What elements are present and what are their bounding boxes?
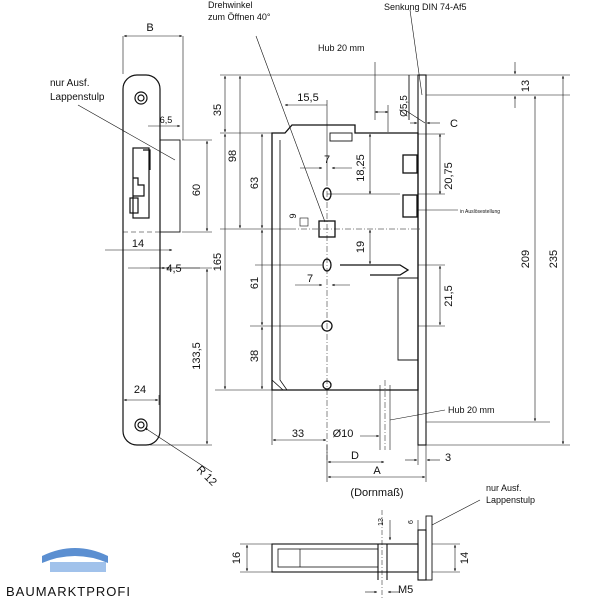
dim-38: 38	[249, 350, 261, 362]
dim-20-75: 20,75	[443, 162, 455, 190]
dim-B: B	[146, 22, 153, 34]
dim-18-25: 18,25	[355, 154, 367, 182]
callout-drehwinkel-line2: zum Öffnen 40°	[208, 12, 271, 22]
dim-209: 209	[520, 250, 532, 268]
logo-text: BAUMARKTPROFI	[6, 584, 131, 599]
dim-6-5-left: 6,5	[160, 115, 173, 125]
dim-61: 61	[249, 277, 261, 289]
callout-lappenstulp-bottom-line1: nur Ausf.	[486, 483, 522, 493]
dim-21-5: 21,5	[443, 285, 455, 306]
lock-body	[271, 74, 427, 446]
callout-lappenstulp-left-line2: Lappenstulp	[50, 92, 105, 103]
dim-16: 16	[231, 552, 243, 564]
dim-6-small: 6	[408, 520, 415, 524]
labels: B nur Ausf. Lappenstulp 6,5 60 14 4,5 24…	[50, 0, 560, 596]
dim-13-top: 13	[520, 80, 532, 92]
dim-19: 19	[355, 241, 367, 253]
dim-7-top: 7	[324, 154, 330, 166]
callout-dornmass: (Dornmaß)	[350, 487, 403, 499]
logo-roof-icon	[42, 548, 108, 563]
callout-hub-top: Hub 20 mm	[318, 43, 365, 53]
dim-60: 60	[191, 184, 203, 196]
dim-235: 235	[548, 250, 560, 268]
dim-63: 63	[249, 177, 261, 189]
dim-24: 24	[134, 384, 146, 396]
dim-C: C	[450, 118, 458, 130]
dim-133-5: 133,5	[191, 342, 203, 370]
dim-13-small: 13	[378, 518, 385, 526]
dim-165: 165	[212, 253, 224, 271]
dim-3: 3	[445, 452, 451, 464]
baumarktprofi-logo: BAUMARKTPROFI	[6, 548, 131, 599]
callout-senkung: Senkung DIN 74-Af5	[384, 2, 467, 12]
faceplate-dimensions	[77, 34, 213, 473]
callout-lappenstulp-bottom-line2: Lappenstulp	[486, 495, 535, 505]
body-centrelines	[290, 180, 420, 460]
dim-33: 33	[292, 428, 304, 440]
callout-lappenstulp-left-line1: nur Ausf.	[50, 78, 89, 89]
side-view	[271, 510, 433, 600]
dim-14-bottom: 14	[459, 552, 471, 564]
dim-R12: R 12	[194, 464, 219, 489]
faceplate	[122, 74, 181, 446]
callout-hub-bottom: Hub 20 mm	[448, 405, 495, 415]
dim-15-5: 15,5	[297, 92, 318, 104]
dim-A: A	[373, 465, 381, 477]
dim-14-left: 14	[132, 238, 144, 250]
dim-M5: M5	[398, 584, 413, 596]
side-view-dimensions	[240, 499, 481, 594]
dim-D: D	[351, 450, 359, 462]
dim-5-5: Ø5,5	[399, 95, 410, 117]
callout-drehwinkel-line1: Drehwinkel	[208, 0, 253, 10]
dim-98: 98	[227, 150, 239, 162]
dim-10: Ø10	[333, 428, 354, 440]
callout-in-ausloesestellung: in Auslösestellung	[460, 209, 500, 215]
dim-4-5: 4,5	[166, 263, 181, 275]
dim-35: 35	[212, 104, 224, 116]
dim-9: 9	[288, 213, 298, 218]
body-dimensions	[215, 9, 570, 482]
dim-7-mid: 7	[307, 273, 313, 285]
